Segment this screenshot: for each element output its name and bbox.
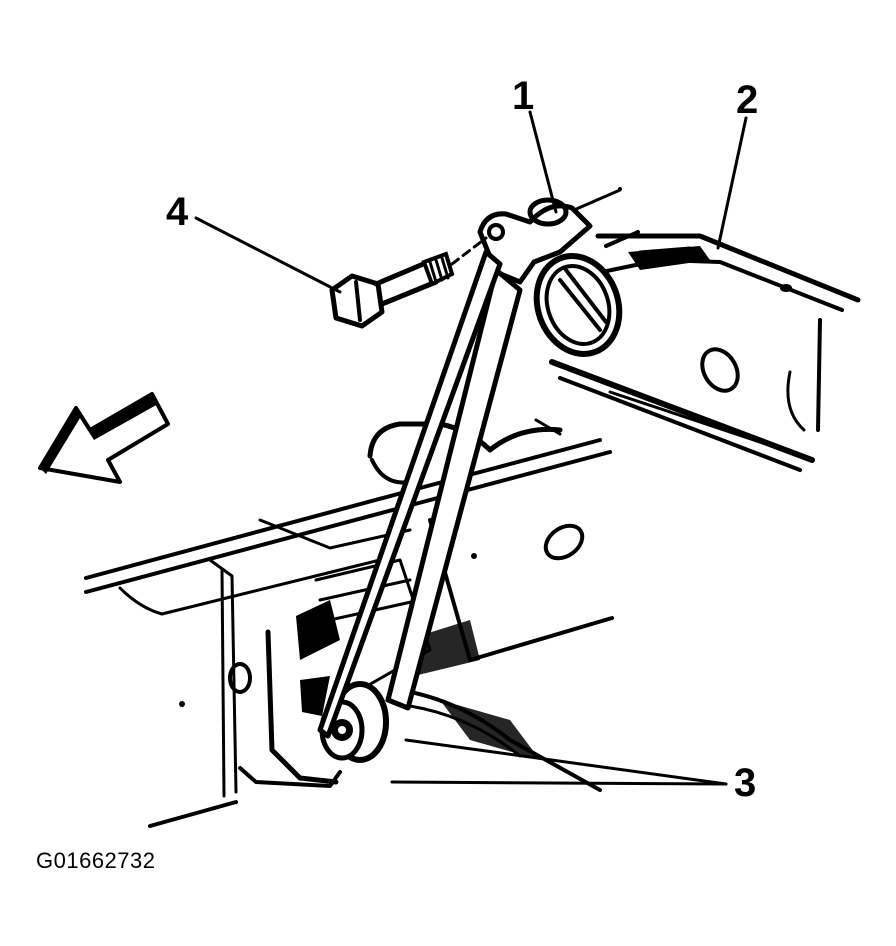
frame-rail-lower xyxy=(84,418,614,828)
frame-member-upper xyxy=(549,230,861,472)
front-direction-arrow-icon xyxy=(38,392,170,484)
callout-3: 3 xyxy=(734,761,757,805)
spring-eye-bushing xyxy=(533,253,623,357)
callout-4: 4 xyxy=(166,190,189,234)
leader-lines xyxy=(194,110,748,786)
shackle-link xyxy=(317,249,523,739)
bolt xyxy=(329,236,488,329)
callout-2: 2 xyxy=(736,78,759,122)
shackle-bracket-lower xyxy=(238,558,602,792)
link-upper-end xyxy=(477,187,622,285)
callout-1: 1 xyxy=(512,74,535,118)
figure-id: G01662732 xyxy=(36,848,156,873)
